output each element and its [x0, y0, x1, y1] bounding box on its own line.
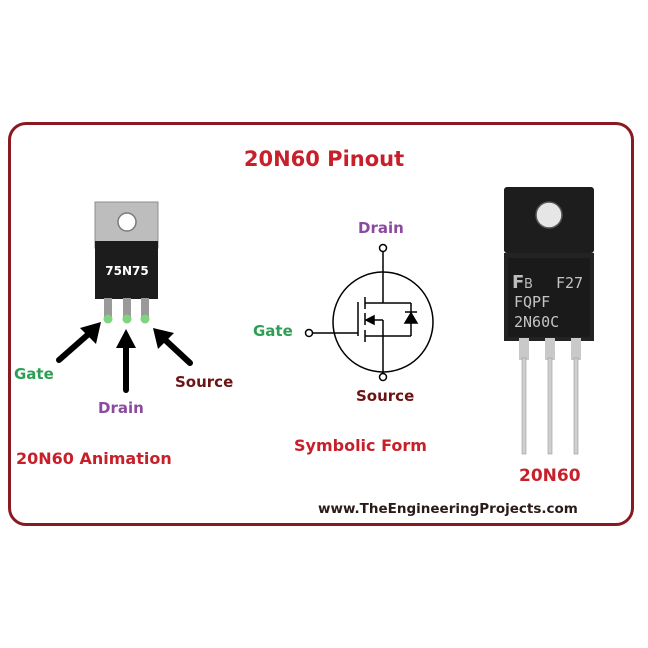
pin-arrows [56, 322, 193, 393]
diagram-title: 20N60 Pinout [243, 147, 405, 171]
symbol-caption: Symbolic Form [294, 436, 427, 455]
mounting-hole-icon [117, 212, 137, 232]
photo-mounting-hole-icon [535, 201, 563, 229]
left-drain-label: Drain [98, 399, 144, 417]
photo-caption: 20N60 [519, 466, 581, 486]
gate-terminal [304, 328, 314, 338]
website-link[interactable]: www.TheEngineeringProjects.com [318, 501, 578, 517]
left-source-label: Source [175, 373, 234, 391]
chip-body [95, 241, 158, 299]
symbol-gate-label: Gate [253, 322, 293, 340]
to220-package: 75N75 [94, 201, 159, 324]
left-caption: 20N60 Animation [16, 449, 172, 468]
photo-marking-2: FQPF [514, 293, 550, 311]
pin-gate-dot [103, 314, 113, 324]
left-gate-label: Gate [14, 365, 54, 383]
pin-drain-dot [122, 314, 132, 324]
source-arrow-icon [153, 328, 193, 366]
drain-arrow-icon [116, 329, 136, 393]
transistor-photo: F B F27 FQPF 2N60C [504, 187, 594, 455]
drain-terminal [378, 243, 388, 253]
diode-icon [403, 311, 419, 324]
photo-marking-1: F27 [556, 274, 583, 292]
symbol-source-label: Source [356, 387, 415, 405]
svg-text:B: B [524, 277, 533, 292]
mosfet-symbol [304, 243, 434, 382]
photo-marking-3: 2N60C [514, 313, 559, 331]
pin-source-dot [140, 314, 150, 324]
gate-arrow-icon [56, 322, 101, 363]
chip-marking: 75N75 [105, 264, 148, 278]
fairchild-logo-icon: F [512, 272, 524, 293]
symbol-drain-label: Drain [358, 219, 404, 237]
source-terminal [378, 372, 388, 382]
